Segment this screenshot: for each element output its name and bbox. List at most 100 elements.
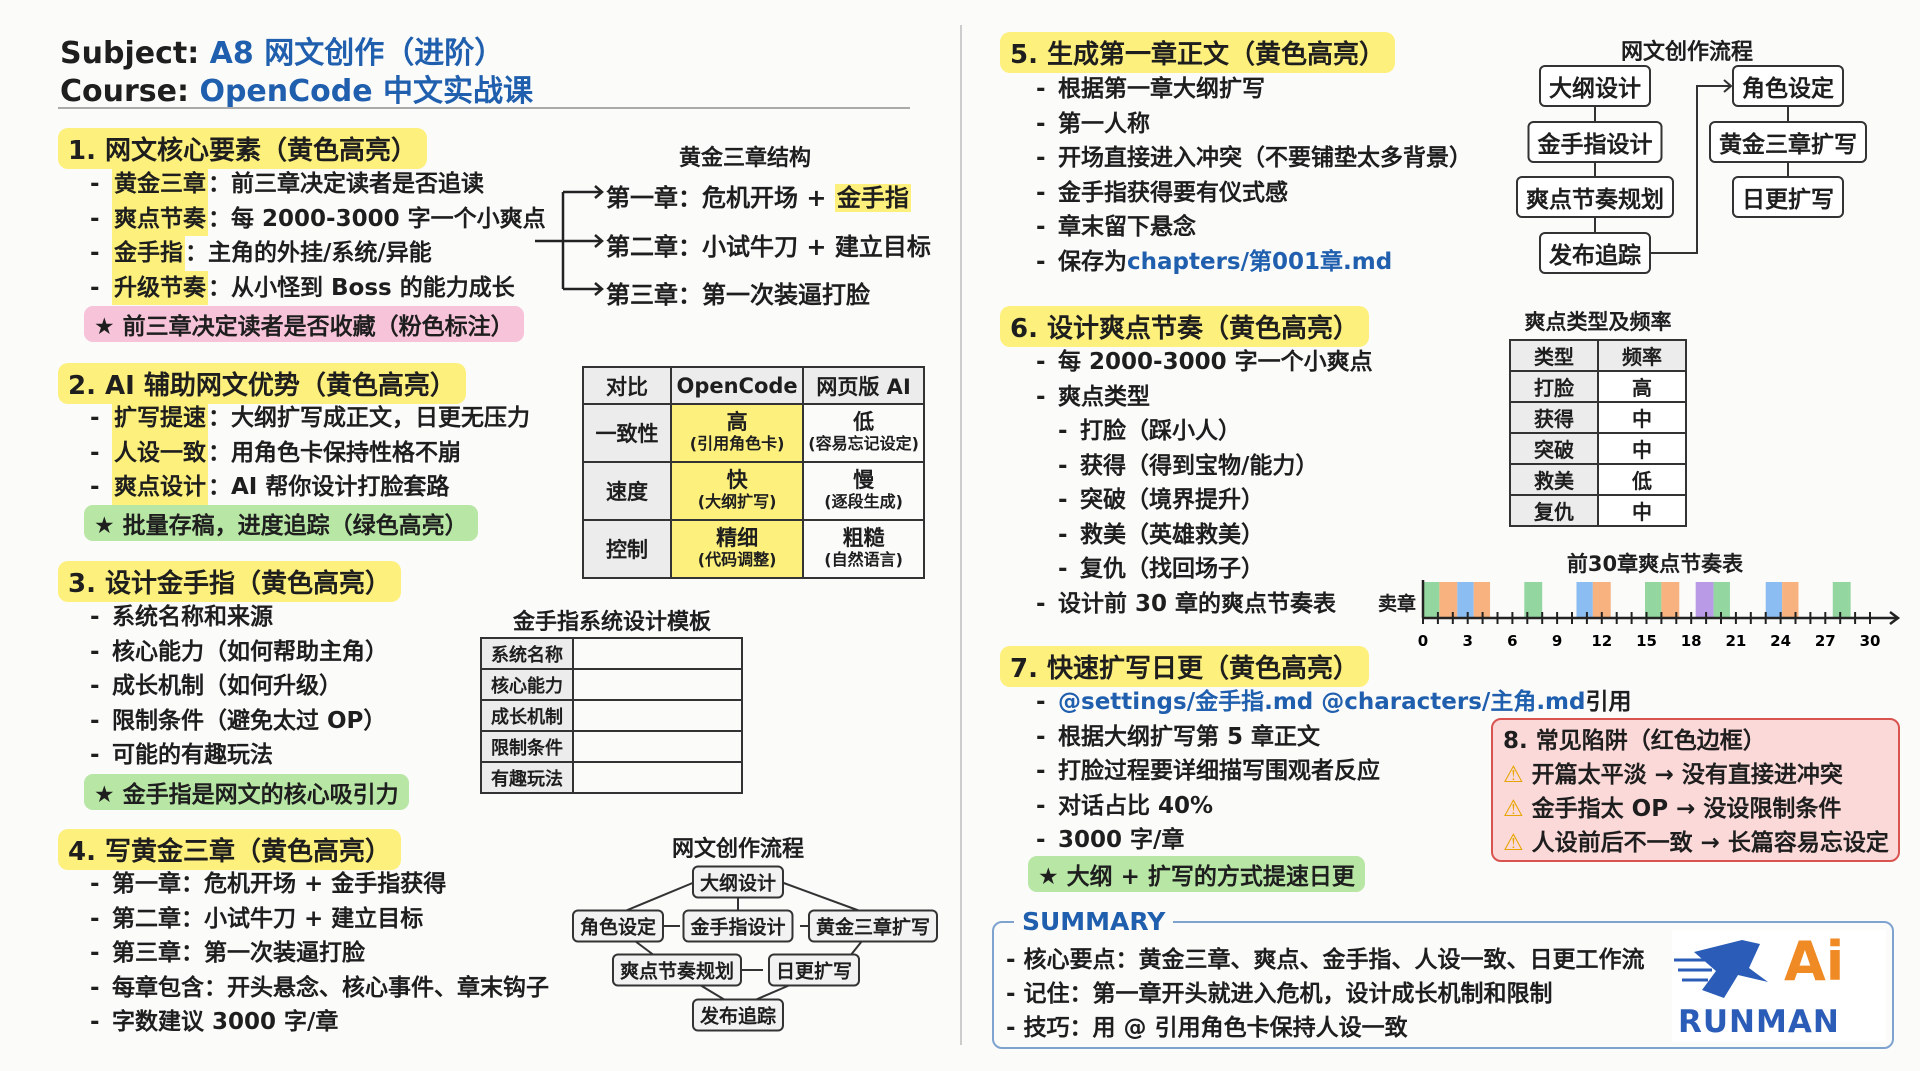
list-item-text: 系统名称和来源 (112, 604, 273, 630)
freq-table: 类型频率 打脸高 获得中 突破中 救美低 复仇中 (1509, 339, 1687, 527)
chart-tick-label: 6 (1507, 632, 1517, 650)
list-item: -对话占比 40% (1036, 789, 1631, 824)
list-item: -扩写提速：大纲扩写成正文，日更无压力 (90, 401, 530, 436)
section-4-list: -第一章：危机开场 + 金手指获得-第二章：小试牛刀 + 建立目标-第三章：第一… (90, 867, 549, 1040)
chart-tick-label: 30 (1860, 632, 1881, 650)
chart-tick-label: 24 (1770, 632, 1791, 650)
list-item: -金手指：主角的外挂/系统/异能 (90, 236, 546, 271)
list-item: -开场直接进入冲突（不要铺垫太多背景） (1036, 141, 1472, 176)
chart-block (1439, 582, 1458, 618)
list-item-text: 对话占比 40% (1058, 792, 1214, 819)
bullet-dash: - (90, 240, 100, 266)
flow1-title: 网文创作流程 (671, 837, 805, 862)
summary-item: - 核心要点：黄金三章、爽点、金手指、人设一致、日更工作流 (1006, 947, 1645, 973)
list-item-link[interactable]: @settings/金手指.md @characters/主角.md (1058, 689, 1586, 715)
freq-type: 打脸 (1509, 370, 1599, 403)
chart-block (1661, 582, 1680, 618)
list-item-text: 字数建议 3000 字/章 (112, 1009, 339, 1035)
pitfall-text: 金手指太 OP → 没设限制条件 (1531, 796, 1842, 822)
freq-type: 复仇 (1509, 494, 1599, 527)
template-cell[interactable] (572, 637, 743, 670)
summary-title: SUMMARY (1014, 907, 1174, 936)
list-item-text: 救美（英雄救美） (1080, 521, 1264, 548)
chart-tick-label: 21 (1725, 632, 1746, 650)
compare-row-label: 控制 (582, 519, 672, 579)
template-table: 系统名称 核心能力 成长机制 限制条件 有趣玩法 (480, 637, 743, 794)
bullet-dash: - (90, 638, 100, 665)
list-item: -升级节奏：从小怪到 Boss 的能力成长 (90, 270, 546, 305)
bullet-dash: - (1036, 76, 1046, 102)
list-item: -黄金三章：前三章决定读者是否追读 (90, 167, 546, 202)
list-item: -根据第一章大纲扩写 (1036, 72, 1472, 107)
chart-tick-label: 0 (1418, 632, 1428, 650)
freq-header: 类型 (1509, 339, 1599, 372)
chart-block (1576, 582, 1593, 618)
list-item-term: 金手指 (112, 236, 185, 271)
flow2-node: 黄金三章扩写 (1709, 121, 1867, 163)
compare-cell-sub: (逐段生成) (824, 492, 903, 511)
chart-axis-arrow (1889, 611, 1901, 625)
bullet-dash: - (1036, 248, 1046, 275)
list-item: -设计前 30 章的爽点节奏表 (1036, 587, 1373, 622)
compare-cell: 精细 (716, 526, 759, 550)
template-cell[interactable] (572, 699, 743, 732)
list-item: -救美（英雄救美） (1036, 518, 1373, 553)
list-item-text: 可能的有趣玩法 (112, 742, 273, 768)
freq-value: 高 (1597, 370, 1687, 403)
section-5-list: -根据第一章大纲扩写-第一人称-开场直接进入冲突（不要铺垫太多背景）-金手指获得… (1036, 72, 1472, 279)
freq-title: 爽点类型及频率 (1524, 310, 1672, 334)
compare-header: 对比 (582, 366, 672, 405)
section-1-title: 1. 网文核心要素（黄色高亮） (58, 128, 428, 169)
list-item: -限制条件（避免太过 OP） (90, 704, 388, 739)
bullet-dash: - (1036, 214, 1046, 240)
list-item-suffix: 引用 (1585, 689, 1632, 715)
chart-ylabel: 卖章 (1378, 593, 1417, 615)
bullet-dash: - (90, 274, 100, 301)
list-item-text: 根据第一章大纲扩写 (1058, 76, 1265, 102)
list-item: -人设一致：用角色卡保持性格不崩 (90, 435, 530, 470)
column-divider (960, 25, 962, 1045)
section-3-list: -系统名称和来源-核心能力（如何帮助主角）-成长机制（如何升级）-限制条件（避免… (90, 600, 388, 773)
list-item-text: 获得（得到宝物/能力） (1080, 452, 1319, 479)
chart-tick-label: 3 (1462, 632, 1472, 650)
template-cell[interactable] (572, 761, 743, 794)
logo-runman: RUNMAN (1678, 1004, 1840, 1040)
list-item: -每章包含：开头悬念、核心事件、章末钩子 (90, 971, 549, 1006)
flow2-title: 网文创作流程 (1620, 40, 1754, 65)
template-cell[interactable] (572, 668, 743, 701)
list-item-link[interactable]: chapters/第001章.md (1127, 248, 1393, 275)
chart-tick-label: 9 (1552, 632, 1562, 650)
bullet-dash: - (1036, 723, 1046, 750)
list-item: -爽点设计：AI 帮你设计打脸套路 (90, 470, 530, 505)
list-item: -打脸（踩小人） (1036, 414, 1373, 449)
section-3-note: ★ 金手指是网文的核心吸引力 (84, 774, 409, 810)
template-title: 金手指系统设计模板 (512, 610, 712, 635)
bullet-dash: - (90, 171, 100, 197)
chart-block (1423, 582, 1440, 618)
list-item: -金手指获得要有仪式感 (1036, 176, 1472, 211)
pitfall-item: ⚠ 金手指太 OP → 没设限制条件 (1503, 792, 1888, 826)
runner-icon (1674, 940, 1768, 998)
list-item: -每 2000-3000 字一个小爽点 (1036, 345, 1373, 380)
template-row-label: 系统名称 (480, 637, 574, 670)
template-cell[interactable] (572, 730, 743, 763)
freq-type: 突破 (1509, 432, 1599, 465)
list-item-text: ：主角的外挂/系统/异能 (185, 240, 432, 266)
compare-row-label: 速度 (582, 461, 672, 521)
flow1-node: 角色设定 (571, 909, 665, 943)
chart-block (1695, 582, 1714, 618)
subject-value: A8 网文创作（进阶） (209, 36, 505, 71)
list-item-term: 人设一致 (112, 435, 208, 470)
chart-tick-label: 12 (1591, 632, 1612, 650)
list-item-text: 根据大纲扩写第 5 章正文 (1058, 723, 1321, 750)
chart-title: 前30章爽点节奏表 (1566, 552, 1744, 576)
logo-ai: Ai (1784, 930, 1845, 993)
bullet-dash: - (1036, 827, 1046, 853)
golden-chapters-title: 黄金三章结构 (678, 146, 812, 171)
bullet-dash: - (90, 205, 100, 232)
section-2-note: ★ 批量存稿，进度追踪（绿色高亮） (84, 505, 478, 541)
bullet-dash: - (90, 405, 100, 431)
pitfall-text: 人设前后不一致 → 长篇容易忘设定 (1531, 830, 1889, 856)
list-item: -根据大纲扩写第 5 章正文 (1036, 720, 1631, 755)
bullet-dash: - (1036, 179, 1046, 206)
